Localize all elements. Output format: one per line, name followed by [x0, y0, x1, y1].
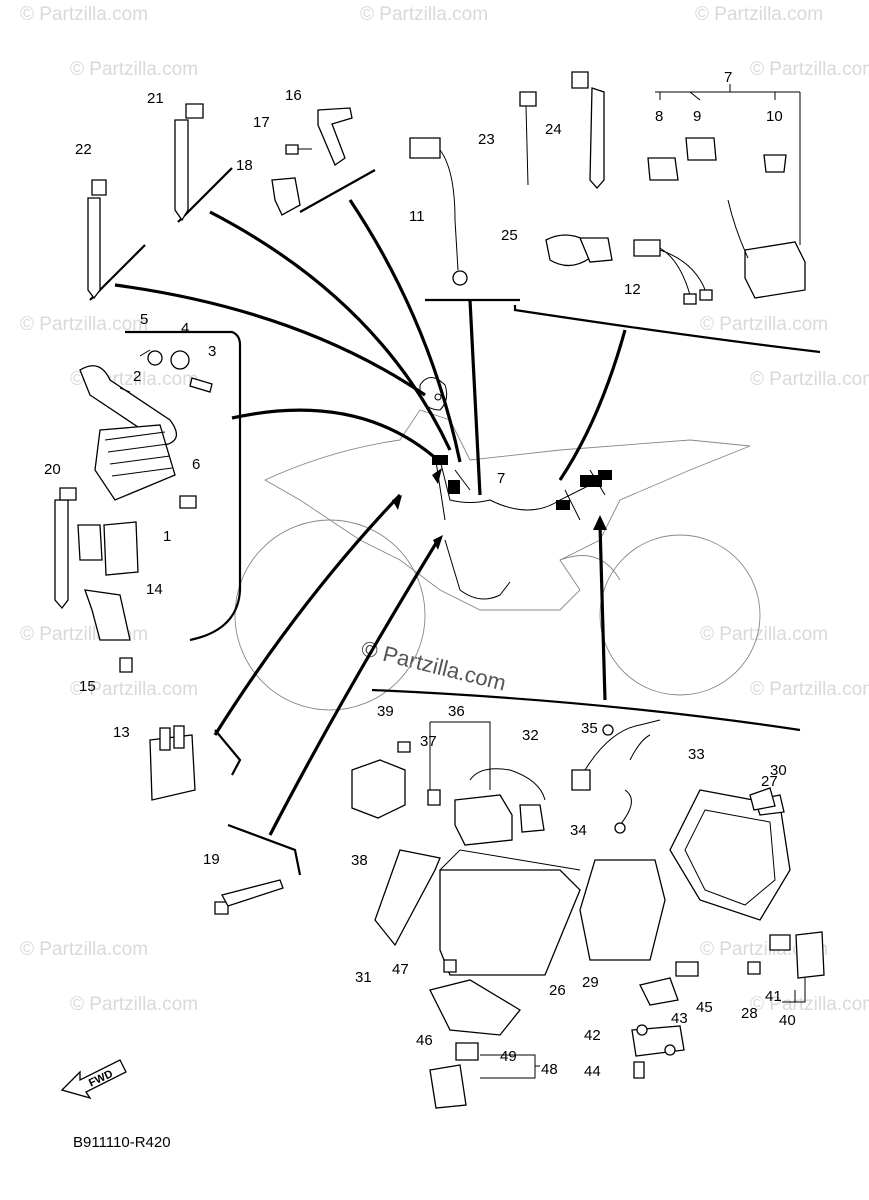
callout-44: 44 — [584, 1063, 601, 1080]
callout-18: 18 — [236, 157, 253, 174]
watermark: © Partzilla.com — [70, 994, 198, 1015]
callout-48: 48 — [541, 1061, 558, 1078]
callout-49: 49 — [500, 1048, 517, 1065]
watermark: © Partzilla.com — [700, 624, 828, 645]
callout-12: 12 — [624, 281, 641, 298]
callout-39: 39 — [377, 703, 394, 720]
callout-31: 31 — [355, 969, 372, 986]
watermark: © Partzilla.com — [695, 4, 823, 25]
callout-26: 26 — [549, 982, 566, 999]
callout-2: 2 — [133, 368, 141, 385]
callout-10: 10 — [766, 108, 783, 125]
callout-7-top: 7 — [724, 69, 732, 86]
callout-37: 37 — [420, 733, 437, 750]
callout-25: 25 — [501, 227, 518, 244]
watermark: © Partzilla.com — [20, 4, 148, 25]
callout-17: 17 — [253, 114, 270, 131]
callout-42: 42 — [584, 1027, 601, 1044]
callout-1: 1 — [163, 528, 171, 545]
callout-21: 21 — [147, 90, 164, 107]
watermark: © Partzilla.com — [750, 59, 869, 80]
callout-4: 4 — [181, 320, 189, 337]
watermark: © Partzilla.com — [750, 679, 869, 700]
callout-46: 46 — [416, 1032, 433, 1049]
fwd-label: FWD — [87, 1068, 115, 1089]
callout-40: 40 — [779, 1012, 796, 1029]
callout-22: 22 — [75, 141, 92, 158]
callout-14: 14 — [146, 581, 163, 598]
diagram-code: B911110-R420 — [73, 1134, 171, 1151]
watermark: © Partzilla.com — [20, 314, 148, 335]
watermark-center: © Partzilla.com — [359, 636, 509, 696]
watermark: © Partzilla.com — [750, 994, 869, 1015]
callout-34: 34 — [570, 822, 587, 839]
callout-27: 27 — [761, 773, 778, 790]
callout-41: 41 — [765, 988, 782, 1005]
callout-3: 3 — [208, 343, 216, 360]
callout-8: 8 — [655, 108, 663, 125]
callout-6: 6 — [192, 456, 200, 473]
callout-38: 38 — [351, 852, 368, 869]
lead-lines — [114, 199, 627, 836]
callout-43: 43 — [671, 1010, 688, 1027]
callout-30: 30 — [770, 762, 787, 779]
callout-19: 19 — [203, 851, 220, 868]
watermark: © Partzilla.com — [750, 369, 869, 390]
watermark: © Partzilla.com — [360, 4, 488, 25]
callout-16: 16 — [285, 87, 302, 104]
left-group-sketches — [54, 350, 284, 915]
motorcycle-outline — [234, 409, 761, 711]
callout-15: 15 — [79, 678, 96, 695]
group-frames — [89, 167, 821, 876]
callout-23: 23 — [478, 131, 495, 148]
callouts: 1 2 3 4 5 6 7 7 8 9 10 11 12 13 14 15 16… — [44, 69, 796, 1080]
watermark: © Partzilla.com — [20, 939, 148, 960]
callout-leaders — [119, 84, 806, 1079]
fwd-arrow-icon: FWD — [60, 1059, 127, 1100]
watermark: © Partzilla.com — [70, 679, 198, 700]
callout-11: 11 — [409, 208, 425, 225]
callout-33: 33 — [688, 746, 705, 763]
callout-5: 5 — [140, 311, 148, 328]
callout-13: 13 — [113, 724, 130, 741]
callout-7-harness: 7 — [497, 470, 505, 487]
callout-45: 45 — [696, 999, 713, 1016]
part-sketches — [87, 71, 806, 305]
callout-36: 36 — [448, 703, 465, 720]
callout-32: 32 — [522, 727, 539, 744]
callout-20: 20 — [44, 461, 61, 478]
watermark: © Partzilla.com — [70, 59, 198, 80]
callout-35: 35 — [581, 720, 598, 737]
callout-24: 24 — [545, 121, 562, 138]
watermark: © Partzilla.com — [700, 314, 828, 335]
bottom-group-sketches — [351, 719, 825, 1109]
callout-29: 29 — [582, 974, 599, 991]
callout-9: 9 — [693, 108, 701, 125]
callout-28: 28 — [741, 1005, 758, 1022]
callout-47: 47 — [392, 961, 409, 978]
